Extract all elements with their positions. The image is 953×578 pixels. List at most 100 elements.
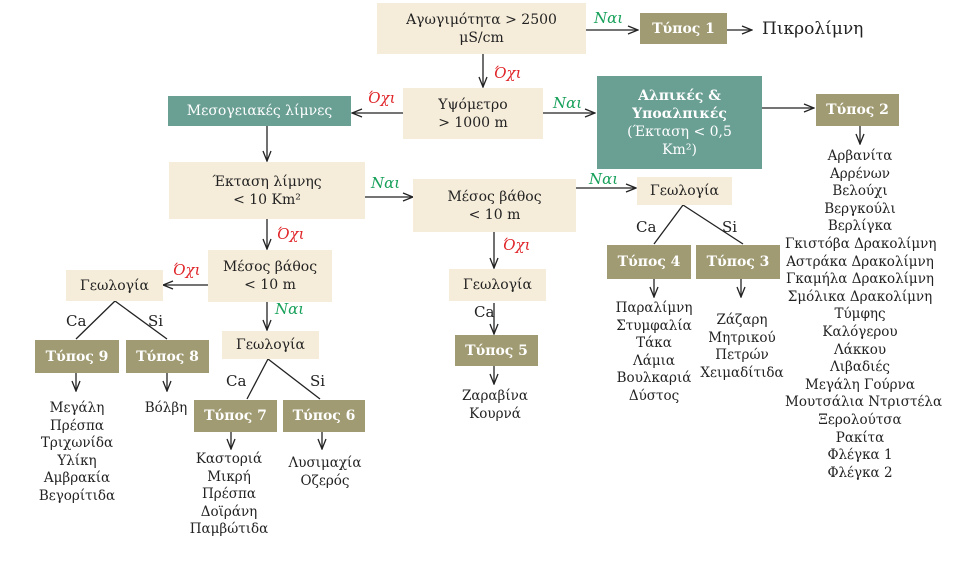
type5-box: Τύπος 5 <box>455 335 538 366</box>
geology-center-label: Γεωλογία <box>236 337 305 353</box>
type2-lake: Μεγάλη Γούρνα <box>805 376 915 393</box>
type2-lake: Σμόλικα Δρακολίμνη <box>787 288 933 305</box>
type2-label: Τύπος 2 <box>826 102 889 118</box>
type2-lake: Βελούχι <box>832 183 888 200</box>
branch-left-si <box>114 300 168 340</box>
no-label-area: Όχι <box>277 225 305 243</box>
ca-label-left: Ca <box>66 312 87 330</box>
branch-right-si <box>682 204 744 245</box>
type2-lake: Βεργκούλι <box>824 200 896 217</box>
type9-lake: Βεγορίτιδα <box>38 487 116 504</box>
lake-area-line2: < 10 Km² <box>233 191 301 208</box>
type2-lake: Γκιστόβα Δρακολίμνη <box>785 235 937 252</box>
altitude-box: Υψόμετρο > 1000 m <box>403 88 543 139</box>
conductivity-box: Αγωγιμότητα > 2500 μS/cm <box>377 3 586 54</box>
type3-lake: Πετρών <box>715 347 769 364</box>
mediterranean-lakes-label: Μεσογειακές λίμνες <box>186 103 333 119</box>
si-label-left: Si <box>148 312 164 330</box>
ca-label-center: Ca <box>226 372 247 390</box>
type6-box: Τύπος 6 <box>283 400 365 432</box>
si-label-right: Si <box>722 218 738 236</box>
type8-box: Τύπος 8 <box>126 340 209 373</box>
altitude-line1: Υψόμετρο <box>438 96 508 113</box>
geology-mid-box: Γεωλογία <box>449 269 546 301</box>
type4-box: Τύπος 4 <box>607 245 691 279</box>
type9-lake: Μεγάλη <box>49 400 105 416</box>
type8-lake: Βόλβη <box>144 400 188 416</box>
geology-left-box: Γεωλογία <box>66 270 163 301</box>
type2-lake: Λιβαδιές <box>830 359 890 376</box>
type9-lake: Πρέσπα <box>50 417 104 434</box>
geology-mid-label: Γεωλογία <box>463 277 532 293</box>
type1-result: Πικρολίμνη <box>762 19 864 39</box>
type8-label: Τύπος 8 <box>136 348 199 365</box>
type4-label: Τύπος 4 <box>617 254 681 270</box>
yes-label-altitude: Ναι <box>553 94 583 112</box>
type4-lake: Λάμια <box>632 352 676 369</box>
lake-area-line1: Έκταση λίμνης <box>212 173 322 190</box>
yes-label-conductivity: Ναι <box>594 9 624 27</box>
type2-lake: Φλέγκα 1 <box>827 447 893 464</box>
no-label-depth-mid: Όχι <box>503 236 531 254</box>
alpine-subalpine-box: Αλπικές & Υποαλπικές (Έκταση < 0,5 Km²) <box>597 76 762 169</box>
altitude-line2: > 1000 m <box>438 114 508 131</box>
no-label-altitude: Όχι <box>368 89 396 107</box>
mean-depth-mid-line2: < 10 m <box>468 206 521 223</box>
type1-box: Τύπος 1 <box>640 13 727 44</box>
type3-lake: Μητρικού <box>708 329 776 346</box>
type3-box: Τύπος 3 <box>696 245 780 279</box>
type6-lake: Οζερός <box>300 472 350 489</box>
type9-lake: Τριχωνίδα <box>40 435 114 452</box>
type5-lake: Ζαραβίνα <box>462 388 528 404</box>
no-label-depth-left: Όχι <box>173 261 201 279</box>
mean-depth-left-box: Μέσος βάθος < 10 m <box>208 250 332 302</box>
type4-lake: Δύστος <box>628 387 680 404</box>
type2-lake: Τύμφης <box>834 306 886 323</box>
type4-lake: Παραλίμνη <box>615 300 693 316</box>
type2-lake: Βερλίγκα <box>827 218 893 235</box>
type4-lake: Βουλκαριά <box>616 370 692 387</box>
type2-lake: Ρακίτα <box>835 429 885 446</box>
branch-left-ca <box>75 300 116 340</box>
geology-left-label: Γεωλογία <box>80 277 149 294</box>
mean-depth-left-line2: < 10 m <box>244 277 296 293</box>
type9-lake: Υλίκη <box>57 452 97 469</box>
type6-lake: Λυσιμαχία <box>288 455 362 471</box>
alpine-title-line2: Υποαλπικές <box>632 105 727 122</box>
type3-lake: Χειμαδίτιδα <box>700 364 784 381</box>
no-label-conductivity: Όχι <box>494 64 522 82</box>
type9-box: Τύπος 9 <box>35 340 119 373</box>
type2-lake: Φλέγκα 2 <box>827 464 893 481</box>
mediterranean-lakes-box: Μεσογειακές λίμνες <box>168 96 351 126</box>
yes-label-depth-mid: Ναι <box>589 170 619 188</box>
type2-lake: Αστράκα Δρακολίμνη <box>786 253 934 270</box>
conductivity-line1: Αγωγιμότητα > 2500 <box>406 11 557 28</box>
type2-lake: Καλόγερου <box>822 323 898 340</box>
type7-lake: Μικρή <box>207 468 251 485</box>
geology-right-box: Γεωλογία <box>637 177 732 205</box>
type4-lake: Τάκα <box>636 335 672 352</box>
yes-label-area: Ναι <box>371 174 401 192</box>
type2-lake: Αρβανίτα <box>827 148 893 164</box>
type3-label: Τύπος 3 <box>706 254 770 270</box>
type4-lake: Στυμφαλία <box>616 317 692 334</box>
alpine-area-line2: Km²) <box>662 141 697 158</box>
type7-lake: Παμβώτιδα <box>189 521 269 538</box>
mean-depth-mid-box: Μέσος βάθος < 10 m <box>413 179 576 232</box>
type7-lake: Καστοριά <box>195 451 263 467</box>
type5-lake: Κουρνά <box>469 405 521 422</box>
mean-depth-left-line1: Μέσος βάθος <box>222 259 318 275</box>
branch-right-ca <box>653 204 684 245</box>
type7-box: Τύπος 7 <box>194 400 277 432</box>
type2-lake: Μουτσάλια Ντριστέλα <box>785 394 943 411</box>
branch-center-si <box>267 358 321 400</box>
type2-lake: Γκαμήλα Δρακολίμνη <box>785 271 935 288</box>
type8-lake-list: Βόλβη <box>130 400 202 418</box>
